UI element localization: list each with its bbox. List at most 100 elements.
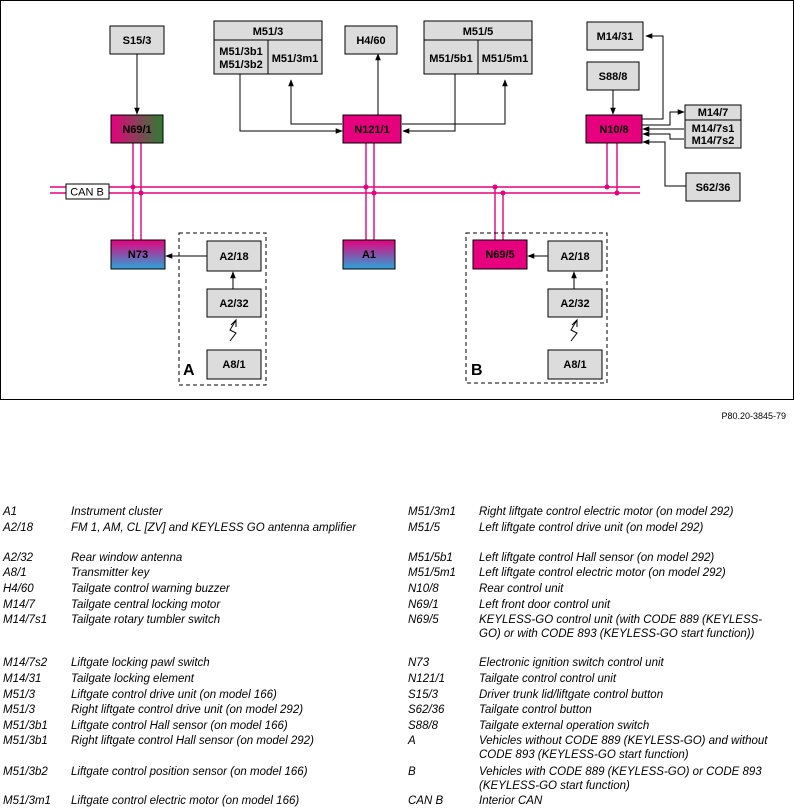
component-a2-32-b: A2/32 (547, 288, 603, 318)
component-m14-31: M14/31 (586, 21, 644, 51)
can-junction-dots (130, 184, 620, 196)
legend-code: M51/3b1 (3, 735, 48, 747)
legend-description: FM 1, AM, CL [ZV] and KEYLESS GO antenna… (71, 522, 357, 534)
legend-description: Liftgate control position sensor (on mod… (71, 766, 308, 778)
svg-text:M14/7: M14/7 (698, 107, 729, 119)
legend-description: Liftgate control electric motor (on mode… (71, 795, 300, 807)
legend-code: M51/3 (3, 689, 35, 701)
svg-text:A8/1: A8/1 (563, 359, 586, 371)
legend-code: S62/36 (408, 704, 445, 716)
legend-code: S15/3 (408, 689, 439, 701)
figure-reference: P80.20-3845-79 (721, 411, 786, 421)
svg-text:N73: N73 (128, 249, 148, 261)
m14-7s1-label: M14/7s1 (692, 123, 735, 135)
ecu-a1: A1 (342, 239, 396, 270)
component-s15-3: S15/3 (109, 25, 165, 55)
legend-description: Liftgate locking pawl switch (71, 657, 210, 669)
svg-text:M51/5: M51/5 (463, 26, 494, 38)
legend-code: M14/7s1 (3, 614, 48, 626)
legend-code: CAN B (408, 795, 444, 807)
legend-code: M51/3m1 (408, 506, 456, 518)
component-a2-18-b: A2/18 (547, 240, 603, 272)
legend-description: Tailgate rotary tumbler switch (71, 614, 221, 626)
svg-text:S15/3: S15/3 (123, 35, 152, 47)
legend-code: M14/31 (3, 673, 42, 685)
legend-description: Left liftgate control Hall sensor (on mo… (479, 552, 715, 564)
legend-description: Tailgate central locking motor (71, 599, 221, 611)
legend-code: N121/1 (408, 673, 446, 685)
svg-text:H4/60: H4/60 (356, 35, 385, 47)
svg-text:A1: A1 (362, 249, 376, 261)
component-m14-7: M14/7 M14/7s1 M14/7s2 (684, 104, 742, 149)
svg-text:S88/8: S88/8 (599, 71, 628, 83)
can-b-bus (50, 186, 640, 194)
svg-text:A2/32: A2/32 (560, 298, 589, 310)
legend-code: A2/32 (3, 552, 34, 564)
m51-3b2-label: M51/3b2 (219, 59, 262, 71)
legend-code: A1 (3, 506, 18, 518)
wiring-diagram: CAN B (0, 0, 794, 400)
svg-text:N69/5: N69/5 (485, 249, 514, 261)
legend-description: Left liftgate control electric motor (on… (479, 567, 726, 579)
legend-code: M14/7s2 (3, 657, 48, 669)
legend-description: Tailgate control control unit (479, 673, 617, 685)
component-m51-5: M51/5 M51/5b1 M51/5m1 (423, 20, 533, 75)
legend-code: M51/5b1 (408, 552, 453, 564)
m51-5m1-label: M51/5m1 (482, 53, 528, 65)
legend-description: Liftgate control Hall sensor (on model 1… (71, 720, 288, 732)
ecu-n69-5: N69/5 (472, 239, 528, 270)
group-a-label: A (183, 362, 195, 379)
legend-code: H4/60 (3, 583, 34, 595)
legend-description: Tailgate locking element (71, 673, 194, 685)
legend-code: M51/3m1 (3, 795, 51, 807)
legend-code: A2/18 (3, 522, 34, 534)
component-m51-3: M51/3 M51/3b1 M51/3b2 M51/3m1 (213, 20, 323, 75)
legend-code: A (408, 735, 416, 747)
legend-description: Instrument cluster (71, 506, 163, 518)
component-h4-60: H4/60 (344, 25, 398, 55)
legend-description: KEYLESS-GO control unit (with CODE 889 (… (479, 614, 763, 640)
svg-text:A2/18: A2/18 (219, 251, 248, 263)
legend-description: Rear control unit (479, 583, 564, 595)
signal-wires (134, 33, 686, 289)
can-b-label: CAN B (70, 187, 104, 199)
legend-code: M51/3 (3, 704, 35, 716)
legend-description: Left front door control unit (479, 599, 611, 611)
m51-3b1-label: M51/3b1 (219, 46, 262, 58)
legend-description: Right liftgate control drive unit (on mo… (71, 704, 304, 716)
legend-code: N10/8 (408, 583, 439, 595)
component-a8-1-a: A8/1 (206, 349, 262, 380)
ecu-n121-1: N121/1 (342, 114, 402, 144)
legend-code: N69/5 (408, 614, 439, 626)
m14-7s2-label: M14/7s2 (692, 135, 735, 147)
component-a2-32-a: A2/32 (206, 288, 262, 318)
component-a8-1-b: A8/1 (547, 349, 603, 380)
legend-description: Left liftgate control drive unit (on mod… (479, 522, 704, 534)
svg-text:N121/1: N121/1 (354, 124, 389, 136)
svg-text:M14/31: M14/31 (597, 31, 634, 43)
can-b-label-box (65, 183, 110, 200)
legend-code: M51/3b2 (3, 766, 48, 778)
legend-code: A8/1 (3, 567, 27, 579)
svg-text:A2/32: A2/32 (219, 298, 248, 310)
legend-code: B (408, 766, 416, 778)
diagram-frame (0, 0, 794, 400)
legend-code: S88/8 (408, 720, 439, 732)
legend-description: Driver trunk lid/liftgate control button (479, 689, 664, 701)
legend-code: N73 (408, 657, 430, 669)
svg-text:A2/18: A2/18 (560, 251, 589, 263)
svg-text:M51/3: M51/3 (253, 26, 284, 38)
legend-description: Interior CAN (479, 795, 543, 807)
group-a-box (178, 232, 267, 386)
legend-description: Vehicles with CODE 889 (KEYLESS-GO) or C… (479, 766, 762, 792)
group-b-box (465, 232, 608, 384)
legend-description: Liftgate control drive unit (on model 16… (71, 689, 277, 701)
legend-description: Tailgate control warning buzzer (71, 583, 230, 595)
svg-text:N69/1: N69/1 (122, 124, 151, 136)
radio-signal-icon-b (570, 318, 578, 342)
ecu-n69-1: N69/1 (110, 114, 164, 144)
m51-3m1-label: M51/3m1 (272, 53, 318, 65)
legend-description: Tailgate control button (479, 704, 592, 716)
legend-code: M14/7 (3, 599, 35, 611)
component-a2-18-a: A2/18 (206, 240, 262, 272)
